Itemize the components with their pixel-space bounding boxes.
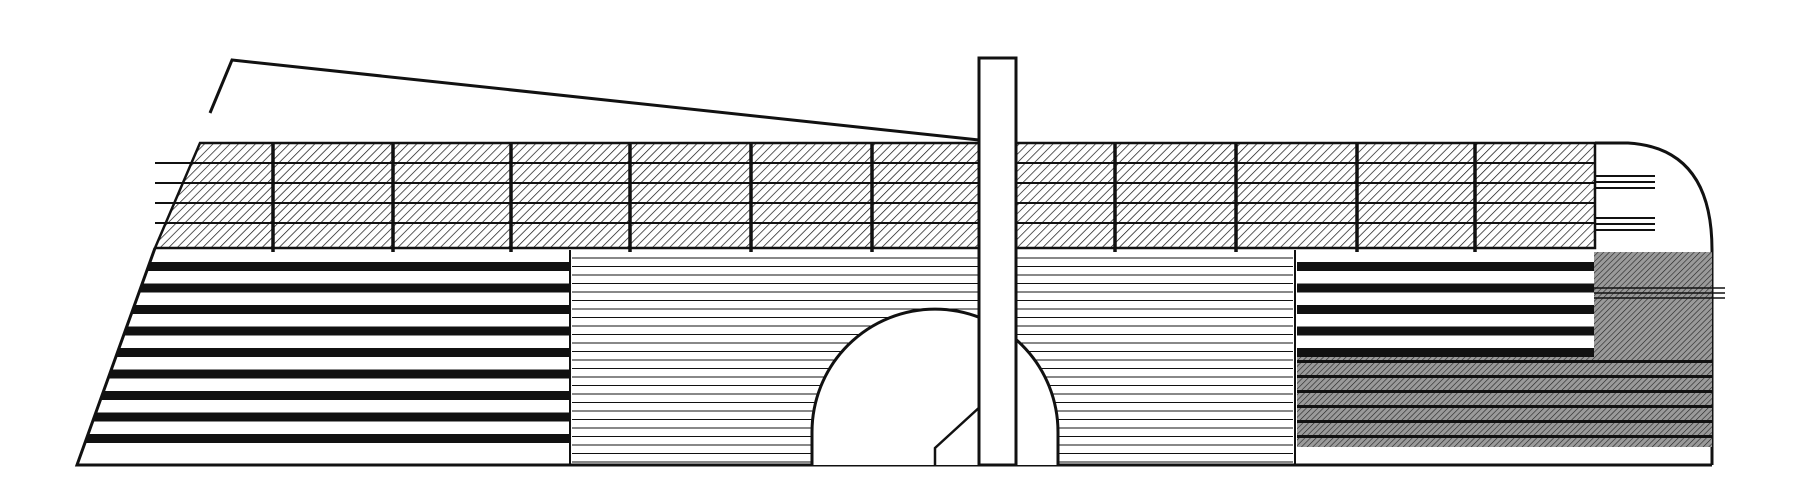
dense-line (1297, 375, 1712, 378)
dense-line (1297, 405, 1712, 408)
dark-stripe (77, 326, 570, 336)
right-stripe (1297, 326, 1594, 336)
dark-stripe (77, 369, 570, 379)
upper-hatched-band (153, 141, 1597, 252)
dense-line (1297, 360, 1712, 363)
roof-line (208, 58, 980, 142)
right-stripe (1297, 305, 1594, 314)
left-dark-stripes (77, 262, 570, 443)
rounded-end-wall (1595, 141, 1714, 465)
dense-line (1297, 435, 1712, 438)
dark-stripe (77, 348, 570, 357)
right-dense-block (1297, 252, 1725, 447)
arch-stair (933, 404, 983, 465)
right-stripe (1297, 283, 1594, 293)
dark-stripe (77, 391, 570, 400)
dark-stripe (77, 412, 570, 422)
dark-stripe (77, 283, 570, 293)
vertical-tower (977, 56, 1018, 467)
right-stripe (1297, 348, 1594, 357)
dark-stripe (77, 305, 570, 314)
base-outline (74, 247, 1712, 467)
semicircular-arch (810, 307, 1060, 465)
end-wall-ties (1595, 175, 1655, 231)
dark-stripe (77, 434, 570, 443)
dense-line (1297, 390, 1712, 393)
right-stripe (1297, 262, 1594, 271)
dense-line (1297, 420, 1712, 423)
dark-stripe (77, 262, 570, 271)
